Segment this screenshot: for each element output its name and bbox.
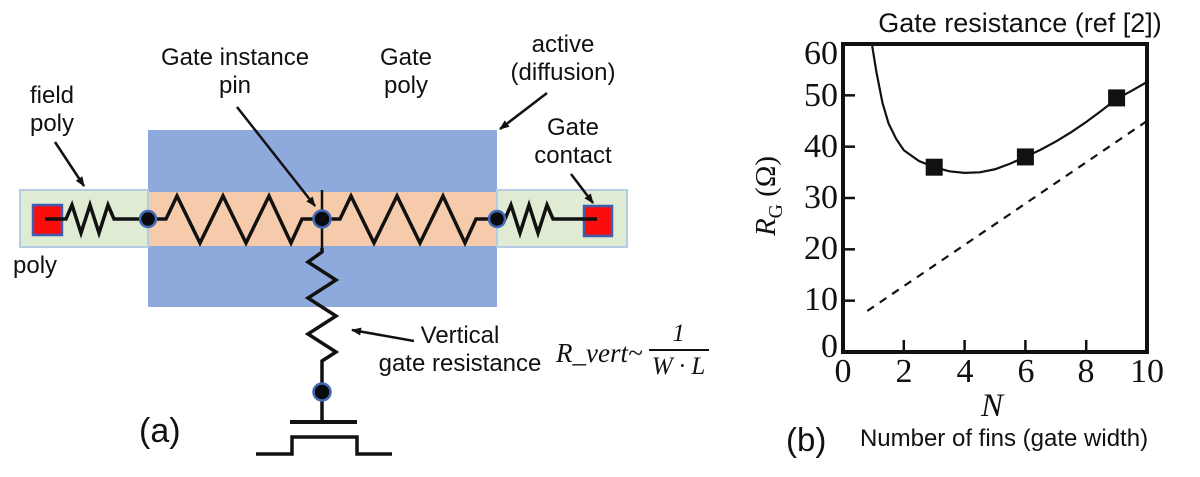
label-line: poly: [29, 110, 75, 137]
label-line: contact: [534, 142, 612, 169]
label-line: active: [531, 31, 595, 58]
node-transistor-gate: [312, 382, 332, 402]
label-line: pin: [218, 72, 252, 99]
label-line: poly: [383, 72, 429, 99]
field-poly-resistor-left: [45, 199, 148, 239]
y-tick-label: 10: [804, 281, 838, 318]
label-line: gate resistance: [378, 350, 542, 377]
formula-lhs: R_vert~: [556, 337, 643, 368]
gate-instance-pin-arrow: [236, 106, 316, 207]
y-tick-label: 20: [804, 230, 838, 267]
dashed-reference-line: [866, 120, 1148, 312]
y-tick-label: 30: [804, 179, 838, 216]
panel-a-label: (a): [139, 412, 181, 450]
label-line: field: [29, 82, 75, 109]
gate-resistance-chart: [841, 42, 1149, 354]
x-tick-label: 10: [1130, 353, 1164, 390]
label-line: Vertical: [420, 322, 500, 349]
field-poly-label: field poly: [2, 82, 102, 138]
fraction-bar: [648, 349, 709, 351]
vertical-gate-resistor: [304, 248, 340, 384]
chart-plot-area: [845, 43, 1148, 350]
gate-poly-label: Gate poly: [356, 44, 456, 100]
formula-denominator: W · L: [651, 353, 706, 380]
y-tick-label: 0: [821, 328, 838, 365]
label-line: Gate: [379, 44, 433, 71]
vertical-resistance-formula: R_vert~ 1 W · L: [556, 320, 709, 380]
label-line: Gate: [546, 114, 600, 141]
label-line: Gate instance: [160, 44, 310, 71]
gate-poly-resistor-left: [148, 191, 322, 248]
field-poly-resistor-right: [497, 199, 597, 239]
fit-curve: [870, 43, 1148, 174]
poly-label: poly: [13, 252, 58, 279]
active-diffusion-label: active (diffusion): [488, 31, 638, 87]
gate-resistance-diagram: [19, 92, 628, 456]
x-tick-label: 0: [834, 353, 852, 390]
field-poly-arrow: [53, 141, 86, 187]
x-axis-description: Number of fins (gate width): [859, 425, 1149, 452]
label-line: (diffusion): [510, 59, 616, 86]
gate-contact-right: [582, 204, 614, 238]
x-tick-label: 2: [895, 353, 913, 390]
vertical-gate-resistance-label: Vertical gate resistance: [370, 322, 550, 378]
y-tick-label: 50: [804, 77, 838, 114]
gate-poly-resistor-right: [322, 191, 497, 248]
x-tick-label: 6: [1017, 353, 1035, 390]
vertical-gate-resistance-arrow: [351, 327, 415, 343]
formula-numerator: 1: [672, 320, 685, 347]
node-gate-pin: [312, 209, 332, 229]
x-tick-label: 8: [1077, 353, 1095, 390]
gate-instance-pin-label: Gate instance pin: [145, 44, 325, 100]
plot-border: [841, 42, 1149, 354]
formula-fraction: 1 W · L: [648, 320, 709, 380]
node-right: [487, 209, 507, 229]
gate-contact-label: Gate contact: [513, 114, 633, 170]
y-tick-label: 60: [804, 35, 838, 72]
gate-contact-arrow: [570, 173, 594, 204]
active-diffusion-arrow: [499, 92, 548, 130]
chart-title: Gate resistance (ref [2]): [878, 8, 1162, 38]
x-tick-label: 4: [956, 353, 974, 390]
y-tick-label: 40: [804, 128, 838, 165]
x-axis-label: N: [980, 388, 1004, 424]
node-left: [138, 209, 158, 229]
transistor-channel: [256, 435, 392, 456]
panel-b-label: (b): [786, 421, 827, 458]
